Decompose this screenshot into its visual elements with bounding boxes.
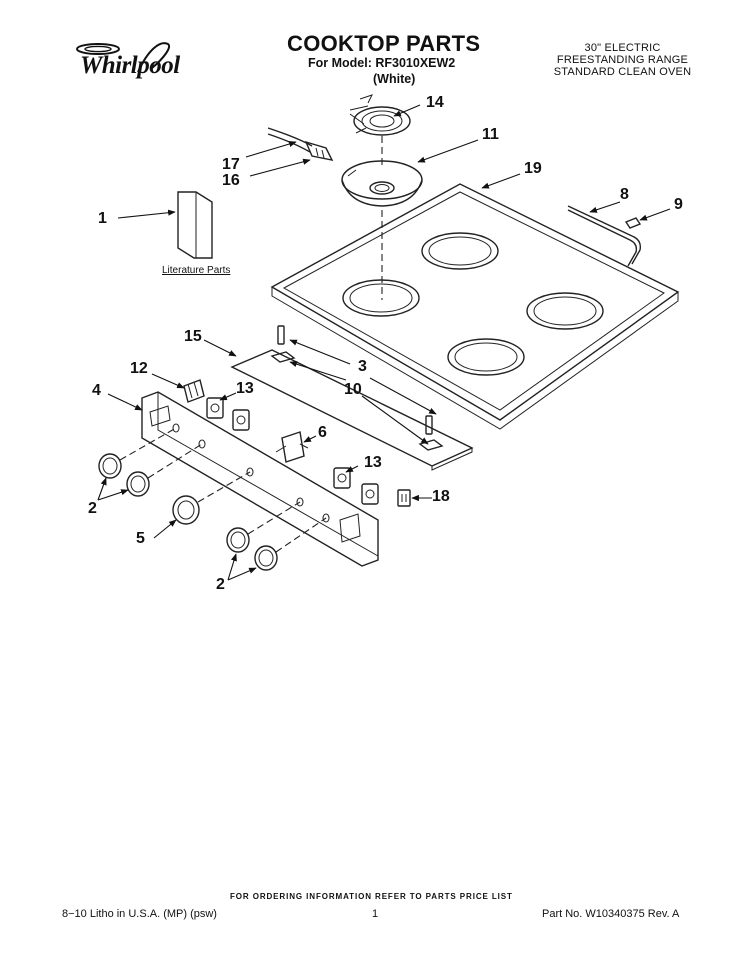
ordering-note: FOR ORDERING INFORMATION REFER TO PARTS … (230, 892, 513, 901)
callout-6: 6 (318, 424, 327, 441)
description-line-3: STANDARD CLEAN OVEN (553, 66, 692, 78)
callout-9: 9 (674, 196, 683, 213)
manifold-panel-strip (230, 349, 474, 471)
callout-13-right: 13 (364, 454, 382, 471)
drip-bowl (341, 160, 423, 207)
litho-info: 8−10 Litho in U.S.A. (MP) (psw) (62, 908, 217, 920)
callout-17: 17 (222, 156, 240, 173)
callout-16: 16 (222, 172, 240, 189)
model-number: For Model: RF3010XEW2 (308, 56, 456, 70)
terminal-block-harness (267, 127, 334, 161)
callout-4: 4 (92, 382, 101, 399)
control-panel (141, 391, 379, 567)
callout-15: 15 (184, 328, 202, 345)
callout-12: 12 (130, 360, 148, 377)
infinite-switch-left (206, 397, 250, 431)
callout-1: 1 (98, 210, 107, 227)
surface-element-coil (349, 94, 411, 136)
callout-14: 14 (426, 94, 444, 111)
assembly-guide-lines (119, 136, 383, 553)
callout-18: 18 (432, 488, 450, 505)
indicator-light (183, 379, 205, 403)
callout-2-right: 2 (216, 576, 225, 593)
infinite-switch-right (333, 467, 379, 505)
callout-3: 3 (358, 358, 367, 375)
control-knobs (98, 453, 278, 571)
callout-5: 5 (136, 530, 145, 547)
callout-2-left: 2 (88, 500, 97, 517)
terminal-connector (397, 489, 411, 507)
part-number: Part No. W10340375 Rev. A (542, 908, 680, 920)
oven-control-switch (275, 431, 309, 463)
callout-11: 11 (482, 126, 499, 143)
brand-name: Whirlpool (80, 52, 180, 79)
product-description: 30" ELECTRIC FREESTANDING RANGE STANDARD… (540, 42, 705, 78)
cooktop-main-top (270, 183, 680, 430)
mounting-screws-and-brackets (270, 325, 444, 451)
logo-swirl-icon (76, 42, 170, 73)
callout-13-left: 13 (236, 380, 254, 397)
page-number: 1 (372, 908, 379, 920)
rear-rod-and-clip (567, 205, 642, 267)
callout-8: 8 (620, 186, 629, 203)
description-line-1: 30" ELECTRIC (584, 42, 661, 54)
literature-booklet (177, 191, 213, 259)
description-line-2: FREESTANDING RANGE (556, 54, 689, 66)
callout-19: 19 (524, 160, 542, 177)
callout-10: 10 (344, 381, 362, 398)
callout-leader-lines (97, 104, 671, 581)
brand-logo: Whirlpool (68, 38, 186, 82)
literature-parts-label: Literature Parts (162, 265, 231, 276)
model-color: (White) (373, 72, 416, 86)
page-title: COOKTOP PARTS (287, 31, 481, 56)
